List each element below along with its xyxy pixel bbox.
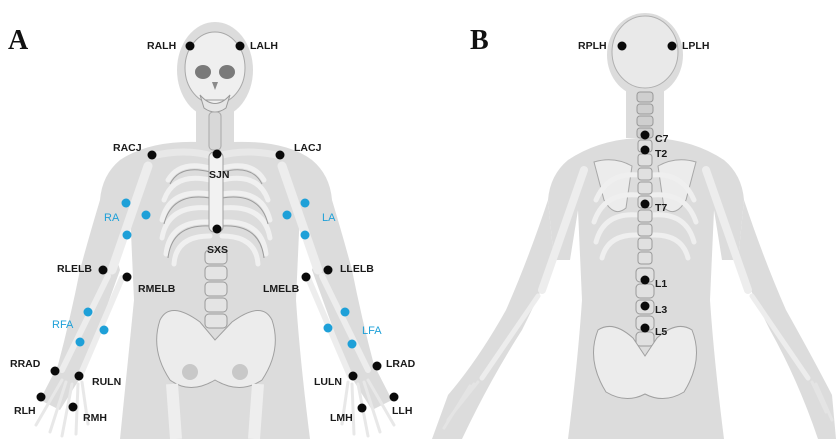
marker-rmh: [69, 403, 78, 412]
label-c7: C7: [655, 134, 668, 145]
label-t2: T2: [655, 149, 667, 160]
label-l3: L3: [655, 305, 667, 316]
panel-letter-b: B: [470, 27, 489, 55]
marker-rlh: [37, 393, 46, 402]
marker-lalh: [236, 42, 245, 51]
marker-ra-2: [142, 211, 151, 220]
sternum: [209, 152, 223, 232]
skull-back: [612, 16, 678, 88]
marker-l3: [641, 302, 650, 311]
label-llh: LLH: [392, 406, 412, 417]
marker-luln: [349, 372, 358, 381]
marker-lacj: [276, 151, 285, 160]
marker-ra-1: [122, 199, 131, 208]
label-rmh: RMH: [83, 413, 107, 424]
label-rlh: RLH: [14, 406, 36, 417]
label-lmelb: LMELB: [263, 284, 299, 295]
marker-rplh: [618, 42, 627, 51]
cervical-spine: [209, 112, 221, 150]
marker-rlelb: [99, 266, 108, 275]
panel-a-anterior-view: A RALH LALH RACJ LACJ SJN SXS RLELB RMEL…: [0, 0, 418, 439]
posterior-skeleton-figure: [418, 0, 836, 439]
marker-sjn: [213, 150, 222, 159]
label-lacj: LACJ: [294, 143, 321, 154]
marker-lplh: [668, 42, 677, 51]
panel-b-posterior-view: B RPLH LPLH C7 T2 T7 L1 L3 L5: [418, 0, 836, 439]
label-lplh: LPLH: [682, 41, 709, 52]
label-la: LA: [322, 213, 335, 224]
marker-la-3: [301, 231, 310, 240]
marker-lrad: [373, 362, 382, 371]
label-luln: LULN: [314, 377, 342, 388]
marker-la-1: [301, 199, 310, 208]
label-rfa: RFA: [52, 320, 73, 331]
lumbar-spine: [205, 250, 227, 328]
marker-llh: [390, 393, 399, 402]
marker-ruln: [75, 372, 84, 381]
label-racj: RACJ: [113, 143, 142, 154]
marker-rmelb: [123, 273, 132, 282]
marker-llelb: [324, 266, 333, 275]
marker-rfa-2: [100, 326, 109, 335]
marker-t7: [641, 200, 650, 209]
label-ralh: RALH: [147, 41, 176, 52]
marker-ra-3: [123, 231, 132, 240]
label-lfa: LFA: [362, 326, 382, 337]
marker-racj: [148, 151, 157, 160]
label-rmelb: RMELB: [138, 284, 175, 295]
label-lrad: LRAD: [386, 359, 415, 370]
marker-ralh: [186, 42, 195, 51]
marker-lmh: [358, 404, 367, 413]
marker-c7: [641, 131, 650, 140]
marker-lfa-1: [341, 308, 350, 317]
panel-letter-a: A: [8, 27, 28, 55]
marker-la-2: [283, 211, 292, 220]
marker-lfa-2: [324, 324, 333, 333]
label-l1: L1: [655, 279, 667, 290]
marker-rfa-1: [84, 308, 93, 317]
label-rrad: RRAD: [10, 359, 40, 370]
label-lmh: LMH: [330, 413, 353, 424]
marker-l1: [641, 276, 650, 285]
marker-t2: [641, 146, 650, 155]
label-ra: RA: [104, 213, 119, 224]
label-rplh: RPLH: [578, 41, 607, 52]
label-lalh: LALH: [250, 41, 278, 52]
marker-rrad: [51, 367, 60, 376]
label-l5: L5: [655, 327, 667, 338]
label-sjn: SJN: [209, 170, 229, 181]
label-llelb: LLELB: [340, 264, 374, 275]
label-sxs: SXS: [207, 245, 228, 256]
label-t7: T7: [655, 203, 667, 214]
marker-rfa-3: [76, 338, 85, 347]
marker-l5: [641, 324, 650, 333]
label-rlelb: RLELB: [57, 264, 92, 275]
marker-lfa-3: [348, 340, 357, 349]
label-ruln: RULN: [92, 377, 121, 388]
marker-sxs: [213, 225, 222, 234]
marker-lmelb: [302, 273, 311, 282]
